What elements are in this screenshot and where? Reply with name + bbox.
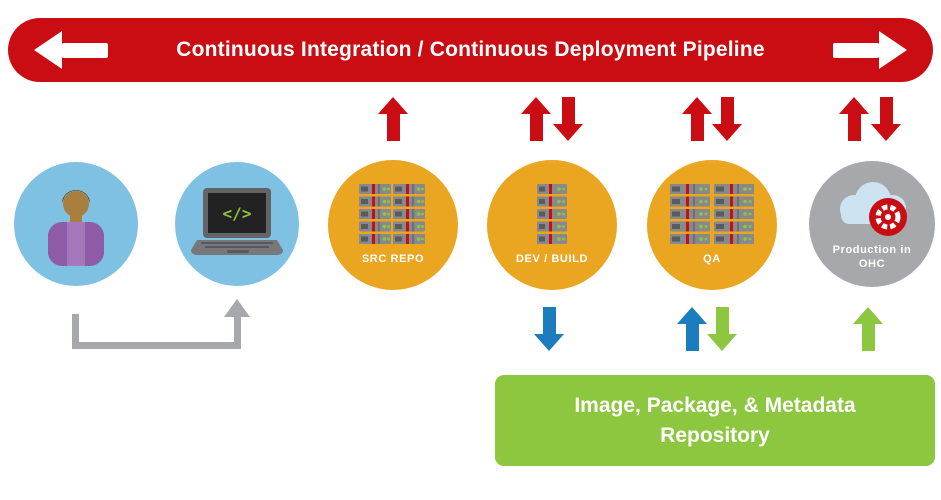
server-icon	[537, 183, 567, 244]
arrow-left-icon	[34, 31, 108, 69]
node-workstation: </>	[175, 162, 299, 286]
node-label-src-repo: SRC REPO	[361, 252, 425, 265]
person-icon	[48, 190, 104, 266]
connector-arrowhead-icon	[224, 299, 250, 317]
laptop-code-icon: </>	[191, 188, 283, 255]
developer-to-workstation-connector	[234, 316, 241, 349]
repository-box-line1: Image, Package, & Metadata	[574, 394, 856, 418]
node-label-dev-build: DEV / BUILD	[516, 252, 588, 265]
node-qa: QA	[647, 160, 777, 290]
repository-box-line2: Repository	[660, 423, 770, 447]
developer-to-workstation-connector	[72, 314, 79, 349]
dev-build-down-arrow-icon	[553, 97, 583, 141]
server-stack-icon	[670, 183, 754, 244]
node-label-qa: QA	[703, 252, 721, 265]
repo-to-production-up-arrow-icon	[853, 307, 883, 351]
pipeline-banner: Continuous Integration / Continuous Depl…	[8, 18, 933, 82]
node-developer	[14, 162, 138, 286]
arrow-right-icon	[833, 31, 907, 69]
repository-box: Image, Package, & Metadata Repository	[495, 375, 935, 466]
server-stack-icon	[359, 183, 425, 244]
node-label-production: Production in OHC	[832, 243, 912, 270]
node-src-repo: SRC REPO	[328, 160, 458, 290]
node-production: Production in OHC	[809, 161, 935, 287]
production-up-arrow-icon	[839, 97, 869, 141]
cloud-openshift-icon	[840, 181, 907, 236]
production-down-arrow-icon	[871, 97, 901, 141]
pipeline-banner-title: Continuous Integration / Continuous Depl…	[176, 38, 765, 61]
qa-up-arrow-icon	[682, 97, 712, 141]
repo-to-qa-up-arrow-icon	[677, 307, 707, 351]
dev-build-to-repo-down-arrow-icon	[534, 307, 564, 351]
developer-to-workstation-connector	[72, 342, 241, 349]
svg-text:</>: </>	[223, 204, 252, 223]
dev-build-up-arrow-icon	[521, 97, 551, 141]
qa-to-repo-down-arrow-icon	[707, 307, 737, 351]
src-repo-up-arrow-icon	[378, 97, 408, 141]
qa-down-arrow-icon	[712, 97, 742, 141]
node-dev-build: DEV / BUILD	[487, 160, 617, 290]
